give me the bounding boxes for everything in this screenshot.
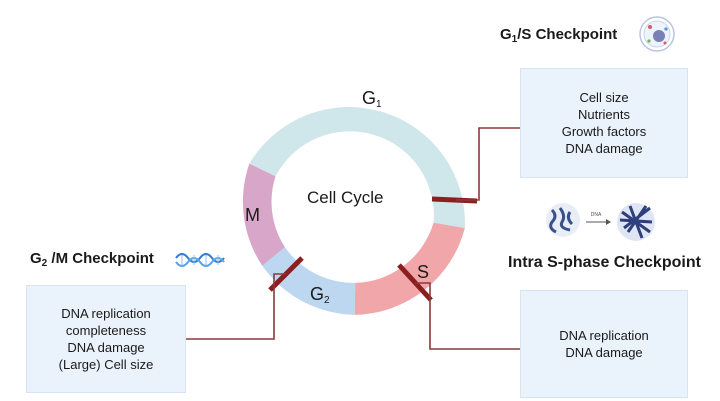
- m-phase-arc: [242, 163, 285, 266]
- s-phase-label: S: [417, 262, 429, 283]
- g2-phase-label: G2: [310, 284, 330, 306]
- g2m-item: DNA damage: [67, 340, 145, 355]
- m-phase-label: M: [245, 205, 260, 226]
- intra-s-item: DNA damage: [565, 345, 643, 360]
- g2m-item: DNA replication: [61, 306, 151, 321]
- s-phase-arc: [354, 222, 465, 315]
- g1s-title-main: G: [500, 26, 512, 43]
- cell-icon: [639, 16, 675, 52]
- g2m-checkpoint-box: DNA replication completeness DNA damage …: [26, 285, 186, 393]
- g1s-title-sub: 1: [511, 34, 518, 45]
- s-label: S: [417, 262, 430, 282]
- g2m-item: completeness: [65, 323, 147, 338]
- g1-phase-arc: [249, 107, 465, 229]
- cell-cycle-center-label: Cell Cycle: [307, 188, 384, 207]
- g1-label-main: G: [362, 88, 377, 108]
- g1s-title-rest: /S Checkpoint: [517, 26, 618, 43]
- g2m-title-main: G: [30, 250, 42, 267]
- g1s-checkpoint-box: Cell size Nutrients Growth factors DNA d…: [520, 68, 688, 178]
- g1s-item: Growth factors: [561, 124, 647, 139]
- g2m-item: (Large) Cell size: [58, 357, 154, 372]
- dna-helix-icon: [175, 253, 225, 267]
- g2m-title-sub: 2: [41, 258, 48, 269]
- m-label: M: [245, 205, 260, 225]
- g2-label-sub: 2: [324, 295, 330, 306]
- svg-text:DNA: DNA: [591, 212, 602, 218]
- g1s-item: Cell size: [579, 90, 629, 105]
- g1-label-sub: 1: [376, 99, 382, 110]
- g2m-title-rest: /M Checkpoint: [47, 250, 154, 267]
- g2m-connector: [186, 273, 286, 340]
- intra-s-connector: [415, 282, 520, 350]
- g1s-connector: [456, 127, 520, 201]
- g2-phase-arc: [262, 247, 356, 315]
- g2-label-main: G: [310, 284, 325, 304]
- dna-replication-icon: DNA: [546, 203, 655, 241]
- g1s-item: DNA damage: [565, 141, 643, 156]
- g1s-checkpoint-title: G1/S Checkpoint: [500, 26, 617, 45]
- g1s-item: Nutrients: [577, 107, 631, 122]
- g2m-checkpoint-title: G2 /M Checkpoint: [30, 250, 154, 269]
- intra-s-checkpoint-title: Intra S-phase Checkpoint: [508, 254, 701, 271]
- intra-s-checkpoint-box: DNA replication DNA damage: [520, 290, 688, 398]
- g1-phase-label: G1: [362, 88, 382, 110]
- intra-s-item: DNA replication: [559, 328, 649, 343]
